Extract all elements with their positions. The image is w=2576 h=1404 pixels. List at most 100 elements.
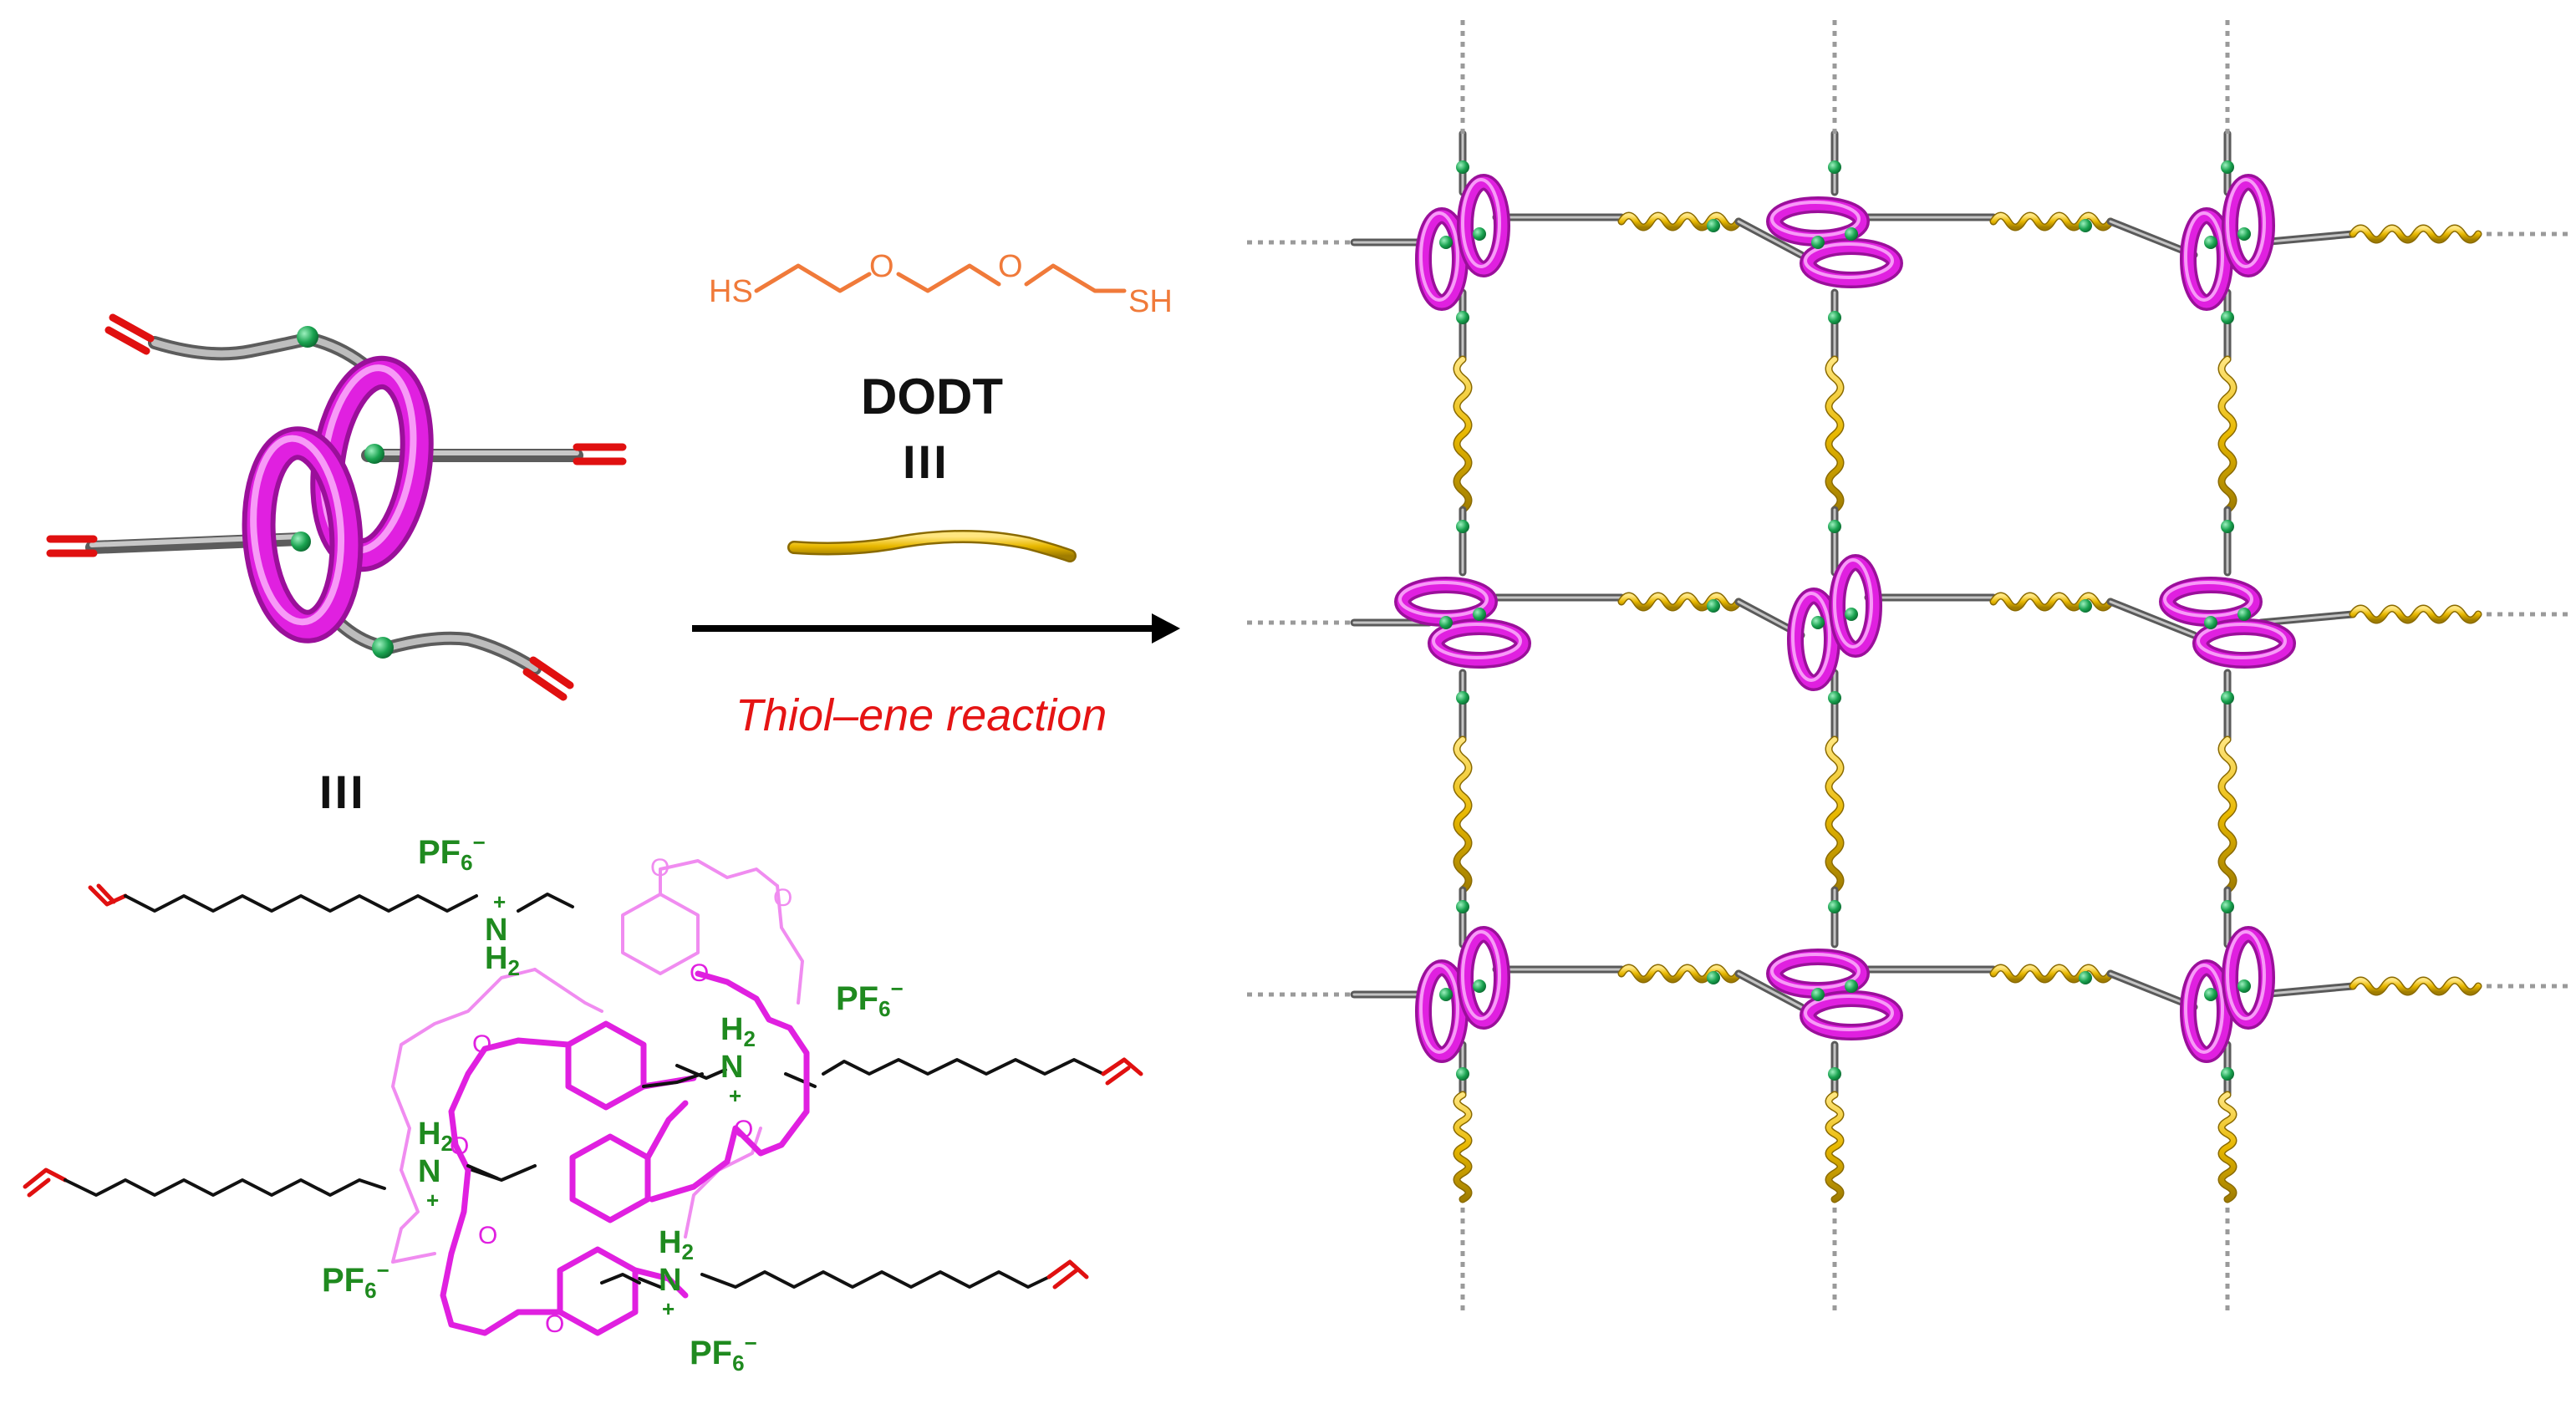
network-rod-highlight bbox=[2109, 972, 2196, 1009]
dodt-linker bbox=[1991, 213, 2113, 230]
network-node bbox=[1473, 608, 1486, 621]
network-node bbox=[1473, 979, 1486, 993]
crown-ether-ring-highlight bbox=[1398, 581, 1489, 618]
network-rod-highlight bbox=[2259, 232, 2355, 244]
dodt-linker bbox=[1991, 965, 2113, 982]
crown-ether-ring-highlight bbox=[2226, 930, 2266, 1020]
crown-ether-ring bbox=[2224, 176, 2273, 275]
dodt-linker bbox=[1619, 593, 1741, 610]
dodt-linker bbox=[2219, 737, 2236, 893]
crown-ether-ring bbox=[2182, 210, 2231, 308]
crown-ether-ring-highlight bbox=[1770, 201, 1861, 237]
network-node bbox=[1456, 160, 1469, 174]
network-node bbox=[1845, 979, 1858, 993]
dodt-linker bbox=[2219, 357, 2236, 512]
network-node bbox=[2221, 900, 2234, 913]
network-node bbox=[1439, 616, 1453, 629]
dodt-linker bbox=[2350, 226, 2481, 242]
counterion-label: PF6− bbox=[322, 1258, 389, 1303]
counterion-label: PF6− bbox=[418, 830, 486, 875]
network-node bbox=[1707, 599, 1720, 613]
reagent-equivalence: III bbox=[903, 435, 949, 488]
crown-ether-ring-highlight bbox=[1419, 211, 1459, 302]
network-node bbox=[2221, 1067, 2234, 1081]
network-node bbox=[1845, 608, 1858, 621]
network-rod-highlight bbox=[2259, 984, 2355, 996]
crown-ether-ring-highlight bbox=[1432, 623, 1522, 659]
network-node bbox=[2221, 311, 2234, 324]
dodt-linker bbox=[2350, 978, 2481, 994]
network-node bbox=[2079, 971, 2092, 984]
network-rod-highlight bbox=[1737, 972, 1803, 1009]
network-node bbox=[1439, 236, 1453, 249]
network-node bbox=[1828, 520, 1841, 533]
network-node bbox=[2204, 236, 2217, 249]
counterion-label: PF6− bbox=[690, 1330, 757, 1376]
ammonium-node bbox=[291, 532, 311, 552]
network-node bbox=[1845, 227, 1858, 241]
crown-ether-ring-highlight bbox=[2197, 623, 2287, 659]
network-node bbox=[1828, 311, 1841, 324]
network-rod-highlight bbox=[2259, 613, 2355, 624]
crosslinked-network bbox=[1245, 17, 2570, 1312]
crown-ether-ring-highlight bbox=[1804, 242, 1894, 279]
crown-ether-ring bbox=[1430, 621, 1529, 666]
network-rod-highlight bbox=[2109, 220, 2196, 257]
network-node bbox=[1473, 227, 1486, 241]
network-node bbox=[1828, 1067, 1841, 1081]
network-node bbox=[1456, 1067, 1469, 1081]
oxygen-label: O bbox=[545, 1310, 565, 1338]
reagent-sh-label: SH bbox=[1128, 284, 1173, 319]
reagent-oxygen-label: O bbox=[869, 249, 894, 284]
crown-ether-ring-highlight bbox=[1461, 178, 1501, 268]
network-node bbox=[1828, 160, 1841, 174]
network-node bbox=[1828, 900, 1841, 913]
oxygen-label: O bbox=[650, 854, 670, 882]
crown-ether-ring-highlight bbox=[2184, 211, 2224, 302]
crown-ether-ring-highlight bbox=[1804, 994, 1894, 1031]
crown-ether-ring bbox=[1802, 993, 1901, 1038]
network-rod-highlight bbox=[2109, 600, 2196, 637]
ammonium-label: H2 N + bbox=[720, 1012, 756, 1108]
reagent-oxygen-label: O bbox=[998, 249, 1023, 284]
network-node bbox=[2237, 979, 2251, 993]
monomer-cartoon bbox=[46, 313, 627, 701]
network-node bbox=[2221, 160, 2234, 174]
oxygen-label: O bbox=[734, 1116, 754, 1143]
crown-ether-ring bbox=[1802, 241, 1901, 286]
reaction-arrow bbox=[692, 613, 1180, 644]
oxygen-label: O bbox=[690, 959, 710, 987]
crown-ether-ring bbox=[1459, 176, 1508, 275]
network-node bbox=[1456, 520, 1469, 533]
alkene-terminus bbox=[573, 443, 627, 465]
dodt-structure bbox=[754, 263, 1127, 293]
network-node bbox=[1811, 616, 1825, 629]
dodt-linker bbox=[1454, 737, 1471, 893]
network-node bbox=[1707, 219, 1720, 232]
network-node bbox=[2204, 988, 2217, 1001]
network-node bbox=[1456, 691, 1469, 705]
crown-ether-ring bbox=[2182, 962, 2231, 1061]
network-node bbox=[1456, 900, 1469, 913]
network-node bbox=[1811, 988, 1825, 1001]
dodt-linker bbox=[1619, 965, 1741, 982]
crown-ether-ring-highlight bbox=[2163, 581, 2253, 618]
crown-ether-ring-highlight bbox=[1770, 953, 1861, 989]
reagent-hs-label: HS bbox=[709, 274, 753, 309]
network-node bbox=[1828, 691, 1841, 705]
dodt-linker bbox=[1619, 213, 1741, 230]
crown-ether-ring-highlight bbox=[2184, 964, 2224, 1054]
reagent-name: DODT bbox=[861, 369, 1003, 425]
crown-ether-ring bbox=[1789, 590, 1838, 689]
network-node bbox=[2221, 691, 2234, 705]
crown-ether-ring bbox=[1418, 210, 1466, 308]
network-node bbox=[2237, 227, 2251, 241]
dodt-linker bbox=[1991, 593, 2113, 610]
crown-ether-ring-highlight bbox=[2226, 178, 2266, 268]
dodt-linker bbox=[1454, 357, 1471, 512]
oxygen-label: O bbox=[472, 1030, 492, 1058]
dodt-linker bbox=[1826, 737, 1843, 893]
ammonium-node bbox=[364, 444, 384, 464]
alkene-terminus bbox=[46, 535, 98, 557]
